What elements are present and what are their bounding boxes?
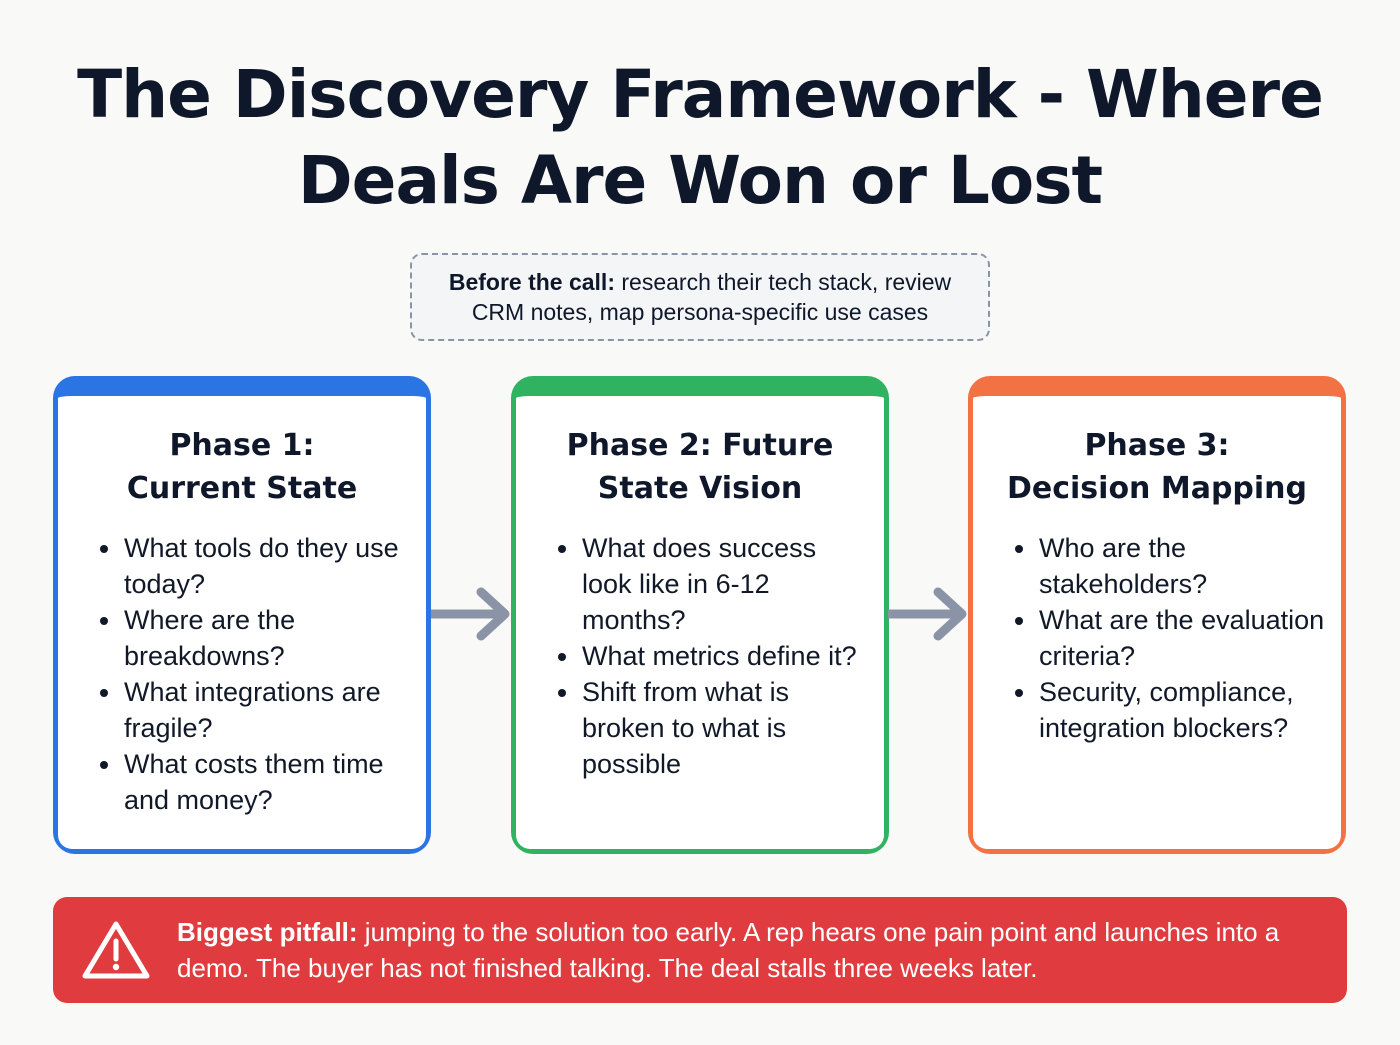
list-item: What does success look like in 6-12 mont… xyxy=(558,530,870,638)
list-item: What integrations are fragile? xyxy=(100,674,412,746)
before-the-call-note: Before the call: research their tech sta… xyxy=(410,253,990,341)
phase-3-title: Phase 3: Decision Mapping xyxy=(1006,428,1308,506)
list-item: What are the evaluation criteria? xyxy=(1015,602,1327,674)
phase-1-questions: What tools do they use today? Where are … xyxy=(58,530,426,818)
prep-note-label: Before the call: xyxy=(448,269,615,295)
phase-2-questions: What does success look like in 6-12 mont… xyxy=(516,530,884,782)
phase-3-questions: Who are the stakeholders? What are the e… xyxy=(973,530,1341,746)
pitfall-description: jumping to the solution too early. A rep… xyxy=(177,917,1280,983)
warning-triangle-icon xyxy=(82,921,150,979)
bullet-icon xyxy=(1015,545,1023,553)
list-item: Shift from what is broken to what is pos… xyxy=(558,674,870,782)
phase-3-card: Phase 3: Decision Mapping Who are the st… xyxy=(968,376,1346,854)
bullet-icon xyxy=(1015,689,1023,697)
title-line-2: Deals Are Won or Lost xyxy=(297,142,1103,219)
phase-2-title: Phase 2: Future State Vision xyxy=(566,428,834,506)
pitfall-banner: Biggest pitfall: jumping to the solution… xyxy=(53,897,1347,1003)
bullet-icon xyxy=(100,545,108,553)
title-line-1: The Discovery Framework - Where xyxy=(77,56,1324,133)
phase-2-card: Phase 2: Future State Vision What does s… xyxy=(511,376,889,854)
prep-note-text: research their tech stack, review CRM no… xyxy=(471,269,952,325)
arrow-right-icon xyxy=(888,587,967,641)
phase-1-title: Phase 1: Current State xyxy=(126,428,358,506)
bullet-icon xyxy=(558,653,566,661)
bullet-icon xyxy=(100,689,108,697)
list-item: What metrics define it? xyxy=(558,638,870,674)
bullet-icon xyxy=(100,761,108,769)
list-item: What costs them time and money? xyxy=(100,746,412,818)
list-item: Where are the breakdowns? xyxy=(100,602,412,674)
pitfall-text: Biggest pitfall: jumping to the solution… xyxy=(177,914,1347,986)
bullet-icon xyxy=(558,545,566,553)
phase-1-card: Phase 1: Current State What tools do the… xyxy=(53,376,431,854)
bullet-icon xyxy=(100,617,108,625)
arrow-right-icon xyxy=(431,587,510,641)
pitfall-label: Biggest pitfall: xyxy=(177,917,358,947)
list-item: Who are the stakeholders? xyxy=(1015,530,1327,602)
list-item: Security, compliance, integration blocke… xyxy=(1015,674,1327,746)
page-title: The Discovery Framework - Where Deals Ar… xyxy=(0,52,1400,224)
bullet-icon xyxy=(1015,617,1023,625)
list-item: What tools do they use today? xyxy=(100,530,412,602)
bullet-icon xyxy=(558,689,566,697)
